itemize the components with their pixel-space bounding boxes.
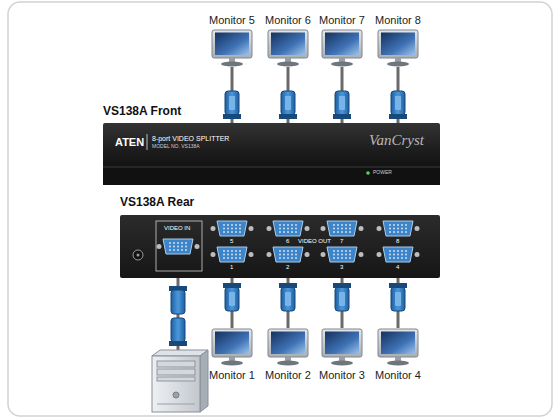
port-number: 6 [286,238,289,245]
port-number: 4 [396,264,399,271]
monitor-icon [320,328,364,366]
monitor-icon [376,29,420,67]
port-label: VIDEO OUT [298,238,331,245]
vga-cable [389,278,407,328]
vga-cable [333,67,351,123]
monitor-label: Monitor 1 [209,369,255,381]
product-name: 8-port VIDEO SPLITTER [152,135,229,143]
monitor-icon [210,29,254,67]
monitor-label: Monitor 3 [319,369,365,381]
monitor-label: Monitor 8 [375,14,421,26]
vga-cable [389,67,407,123]
monitor: Monitor 1 [204,328,260,381]
port-number: 5 [230,238,233,245]
monitor-icon [320,29,364,67]
pc-tower [152,350,208,412]
rear-panel-ports [120,215,440,278]
vga-cable [223,67,241,123]
vga-cable [223,278,241,328]
brand-logo: ATEN [115,136,144,148]
monitor: Monitor 7 [314,14,370,67]
power-label: POWER [373,170,392,176]
port-number: 3 [340,264,343,271]
splitter-front-panel: VS138A FrontATEN8-port VIDEO SPLITTERMOD… [103,123,440,185]
monitor: Monitor 4 [370,328,426,381]
product-line: VanCryst [369,132,424,149]
port-number: 1 [230,264,233,271]
port-number: 2 [286,264,289,271]
monitor: Monitor 5 [204,14,260,67]
model-number: MODEL NO. VS138A [152,144,200,150]
monitor-label: Monitor 6 [265,14,311,26]
port-label: VIDEO IN [164,225,190,232]
panel-heading: VS138A Rear [120,196,194,209]
splitter-rear-panel: VS138A RearVIDEO INVIDEO OUT56781234 [120,215,440,278]
monitor-icon [266,29,310,67]
monitor-label: Monitor 2 [265,369,311,381]
monitor-icon [376,328,420,366]
panel-heading: VS138A Front [103,105,181,118]
port-number: 8 [396,238,399,245]
monitor-label: Monitor 5 [209,14,255,26]
monitor: Monitor 3 [314,328,370,381]
monitor-label: Monitor 4 [375,369,421,381]
monitor-icon [266,328,310,366]
monitor-label: Monitor 7 [319,14,365,26]
vga-cable [279,67,297,123]
monitor: Monitor 8 [370,14,426,67]
monitor: Monitor 6 [260,14,316,67]
vga-cable [333,278,351,328]
monitor: Monitor 2 [260,328,316,381]
pc-cable [169,278,187,352]
monitor-icon [210,328,254,366]
port-number: 7 [340,238,343,245]
outer-frame [8,2,552,416]
vga-cable [279,278,297,328]
